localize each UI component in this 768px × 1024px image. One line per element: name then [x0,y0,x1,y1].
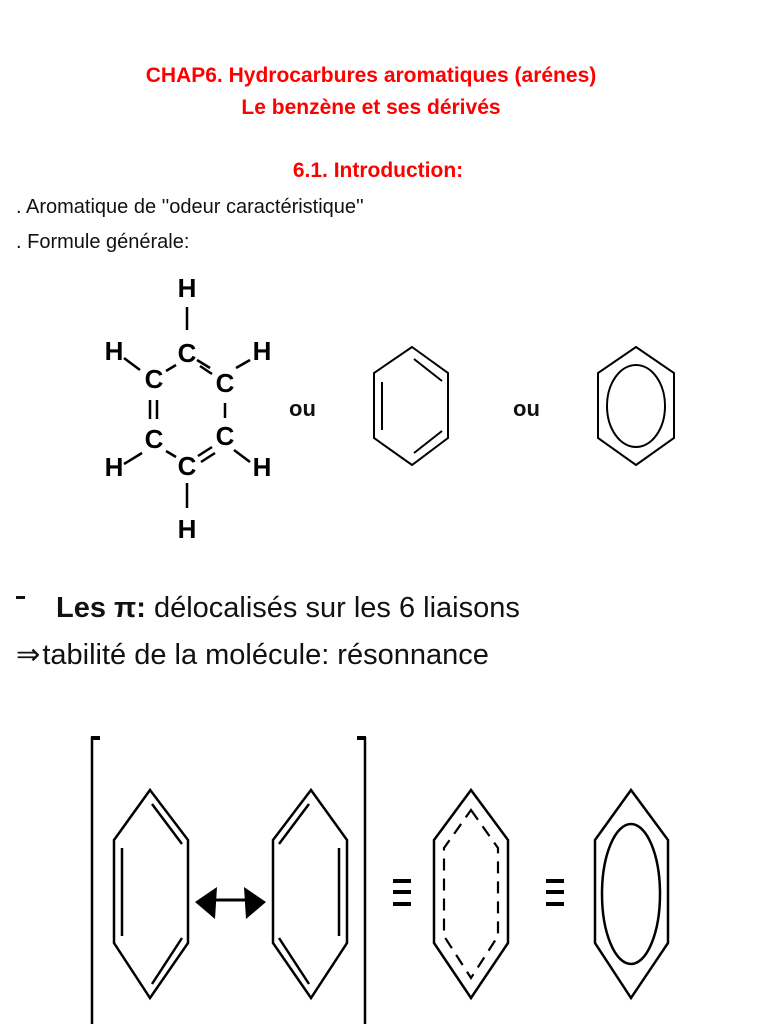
benzene-full-structure: H H H H H H C C C C C C [105,273,272,544]
svg-text:C: C [216,368,235,398]
connector-ou-2: ou [513,396,540,421]
equivalence-sign-1 [393,879,411,906]
svg-text:C: C [178,451,197,481]
pi-description: délocalisés sur les 6 liaisons [145,592,520,624]
svg-text:H: H [178,273,197,303]
stability-text: tabilité de la molécule: résonnance [42,639,489,671]
svg-text:H: H [253,452,272,482]
svg-text:H: H [253,336,272,366]
svg-text:H: H [178,514,197,544]
resonance-bracket-left [90,736,100,1024]
resonance-bracket-right [357,736,367,1024]
svg-text:C: C [145,364,164,394]
svg-text:C: C [216,421,235,451]
pi-label: Les π: [56,592,146,624]
dashed-delocalized-hexagon [432,787,510,1001]
svg-text:C: C [178,338,197,368]
chapter-title: CHAP6. Hydrocarbures aromatiques (arénes… [145,64,597,87]
equivalence-sign-2 [546,879,564,906]
connector-ou-1: ou [289,396,316,421]
implies-arrow: ⇒ [16,639,41,671]
pi-delocalized-text: Les π: délocalisés sur les 6 liaisons [56,590,520,626]
benzene-kekule-hexagon [373,345,449,467]
resonance-form-1 [112,787,190,1001]
svg-text:H: H [105,336,124,366]
circle-hexagon-tall [593,787,670,1001]
section-heading: 6.1. Introduction: [292,159,464,182]
resonance-arrow-icon [195,887,266,919]
resonance-statement: ⇒tabilité de la molécule: résonnance [16,637,489,673]
benzene-circle-hexagon [597,345,675,467]
resonance-form-2 [271,787,349,1001]
intro-line-aromatic: . Aromatique de ''odeur caractéristique'… [16,196,364,218]
intro-line-formula: . Formule générale: [16,231,190,253]
chapter-subtitle: Le benzène et ses dérivés [241,96,501,119]
svg-text:H: H [105,452,124,482]
svg-text:C: C [145,424,164,454]
bullet-dash [16,596,25,599]
